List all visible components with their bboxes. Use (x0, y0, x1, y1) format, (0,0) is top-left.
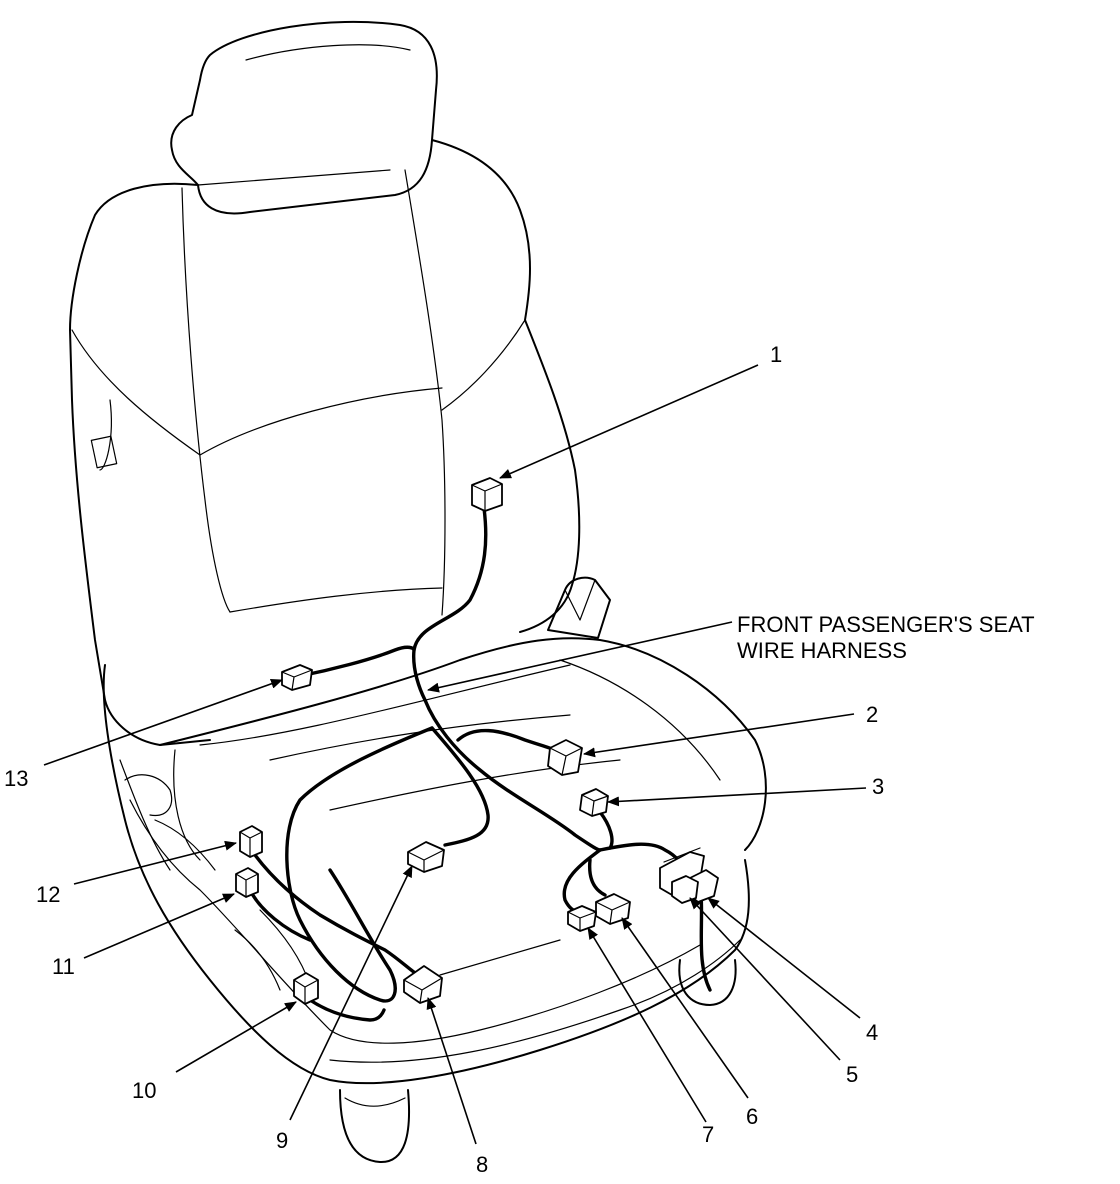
callout-1: 1 (770, 342, 782, 367)
connector-9 (407, 841, 445, 873)
harness-branch-13 (298, 645, 416, 678)
callout-5: 5 (846, 1062, 858, 1087)
leader-9 (289, 865, 413, 1121)
harness-branch-9 (430, 726, 490, 847)
leader-4 (707, 897, 861, 1019)
harness-label-line2: WIRE HARNESS (737, 638, 907, 663)
leader-5 (689, 897, 841, 1061)
leader-6 (621, 917, 749, 1099)
callout-9: 9 (276, 1128, 288, 1153)
harness-branch-6-7 (562, 848, 602, 914)
harness-branch-12-11-10 (253, 853, 420, 977)
callout-13: 13 (4, 766, 28, 791)
leader-13 (43, 678, 283, 766)
connector-2 (547, 739, 583, 776)
harness-label-line1: FRONT PASSENGER'S SEAT (737, 612, 1035, 637)
leader-12 (73, 840, 237, 885)
connector-10 (293, 972, 319, 1005)
harness-branch-left (285, 726, 434, 1003)
leader-10 (175, 1001, 297, 1073)
harness-trunk (411, 506, 602, 852)
headrest (170, 20, 438, 215)
harness-branch-2 (456, 728, 557, 752)
seat-cushion (159, 637, 767, 851)
seat-side-frame (102, 664, 750, 1085)
callout-4: 4 (866, 1020, 878, 1045)
harness-branch-3 (598, 810, 614, 850)
callout-8: 8 (476, 1152, 488, 1177)
leader-1 (499, 364, 759, 479)
connector-8 (403, 965, 443, 1004)
wire-harness (248, 506, 712, 1022)
connector-12 (239, 825, 263, 858)
connector-11 (235, 867, 259, 898)
seat-foot-rear (678, 959, 737, 1006)
callout-11: 11 (52, 954, 75, 979)
callout-6: 6 (746, 1104, 758, 1129)
callout-2: 2 (866, 702, 878, 727)
leader-8 (426, 997, 477, 1145)
connector-4-5-block (659, 847, 719, 904)
seat-outline (69, 20, 767, 1164)
connector-7 (567, 905, 597, 932)
connector-1 (471, 477, 503, 512)
connector-6 (595, 893, 631, 925)
leader-2 (583, 713, 855, 758)
seatbelt-buckle (547, 576, 611, 639)
leader-7 (587, 927, 707, 1123)
harness-branch-4-5 (598, 842, 682, 864)
leader-harness (427, 621, 733, 693)
connector-3 (579, 788, 609, 817)
callout-12: 12 (36, 882, 60, 907)
seat-foot-front (339, 1089, 411, 1164)
recline-lever (124, 774, 173, 817)
leader-lines (43, 364, 867, 1145)
leader-3 (607, 787, 867, 807)
connectors (235, 477, 719, 1005)
connector-13 (281, 664, 313, 691)
callout-7: 7 (702, 1122, 714, 1147)
seat-back (69, 182, 211, 746)
callout-3: 3 (872, 774, 884, 799)
callout-labels: 1 2 3 4 5 6 7 8 9 10 11 12 13 FRONT PASS… (4, 342, 1035, 1177)
leader-11 (83, 893, 235, 959)
callout-10: 10 (132, 1078, 156, 1103)
